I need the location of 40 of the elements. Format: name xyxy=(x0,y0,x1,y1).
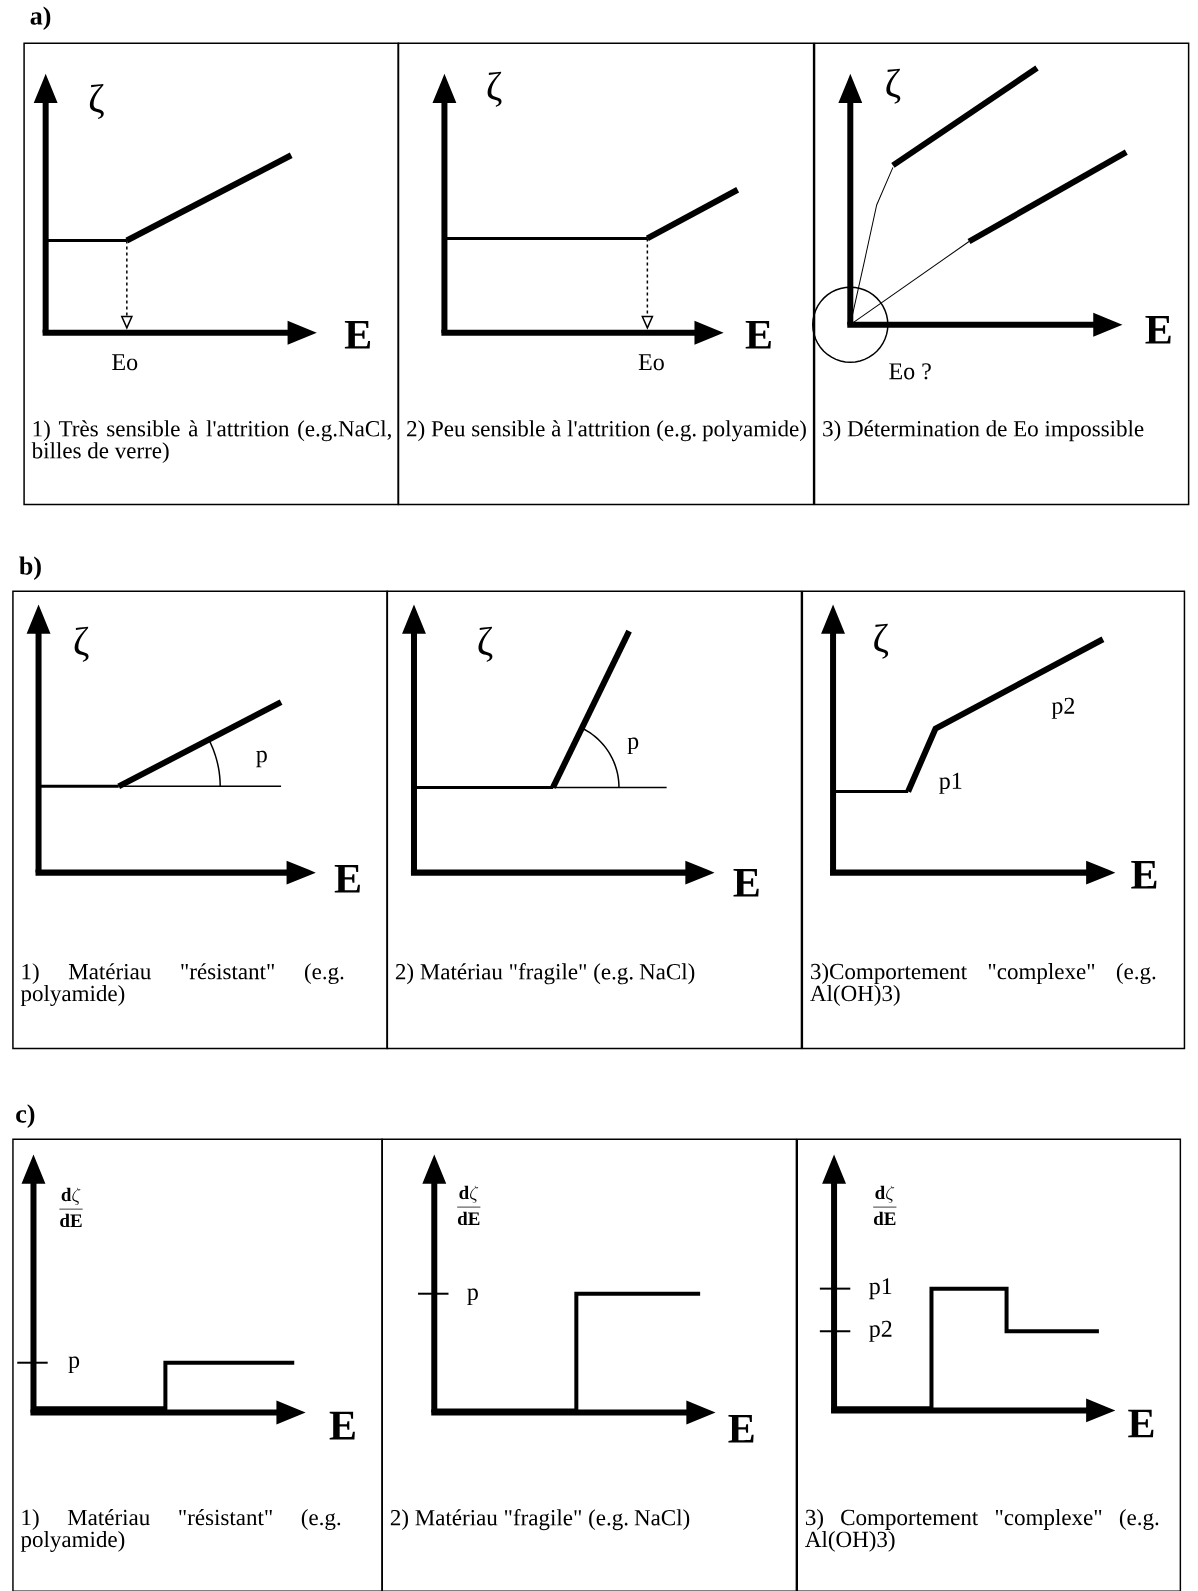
panel-label: b) xyxy=(19,556,41,580)
panel-text: 3) Comportement "complexe" (e.g. Al(OH)3) xyxy=(804,1509,1159,1552)
value-label: p2 xyxy=(869,1320,892,1342)
axis-label: ζ xyxy=(886,68,901,104)
value-label: Eo xyxy=(112,354,138,371)
value-label: p xyxy=(256,750,267,768)
axis-label: E xyxy=(745,321,771,349)
axis-label: E xyxy=(728,1414,754,1443)
axis-label: E xyxy=(334,864,360,893)
axis-label: ζ xyxy=(74,626,89,662)
panel-text: 1) Très sensible à l'attrition (e.g.NaCl, billes de verre) xyxy=(31,420,391,464)
axis-label: $\frac{\mathbf{d}\zeta}{\mathbf{dE}}$ xyxy=(59,1187,83,1228)
axis-label: $\frac{\mathbf{d}\zeta}{\mathbf{dE}}$ xyxy=(873,1185,897,1226)
value-label: Eo xyxy=(638,354,664,371)
axis-label: E xyxy=(1128,1409,1154,1438)
value-label: p1 xyxy=(869,1278,892,1300)
axis-label: ζ xyxy=(487,71,502,107)
panel-text: 2) Matériau "fragile" (e.g. NaCl) xyxy=(390,1509,690,1531)
value-label: p2 xyxy=(1051,697,1074,719)
panel-text: 2) Peu sensible à l'attrition (e.g. polyamide) xyxy=(406,420,806,442)
panel-text: 3) Détermination de Eo impossible xyxy=(823,420,1144,442)
panel-text: 3)Comportement "complexe" (e.g. Al(OH)3) xyxy=(810,963,1156,1006)
axis-label: ζ xyxy=(478,626,493,662)
value-label: p1 xyxy=(939,772,962,794)
axis-label: E xyxy=(733,869,759,897)
axis-label: E xyxy=(1131,860,1157,889)
axis-label: E xyxy=(344,321,370,349)
panel-label: c) xyxy=(16,1104,35,1128)
axis-label: E xyxy=(329,1411,355,1440)
value-label: p xyxy=(68,1356,79,1373)
axis-label: ζ xyxy=(874,623,888,659)
value-label: Eo ? xyxy=(889,363,931,380)
panel-text: 1) Matériau "résistant" (e.g. polyamide) xyxy=(20,963,344,1007)
panel-text: 2) Matériau "fragile" (e.g. NaCl) xyxy=(395,963,695,985)
value-label: p xyxy=(467,1288,478,1305)
panel-text: 1) Matériau "résistant" (e.g. polyamide) xyxy=(20,1509,340,1552)
axis-label: $\frac{\mathbf{d}\zeta}{\mathbf{dE}}$ xyxy=(457,1185,481,1226)
value-label: p xyxy=(627,737,639,754)
axis-label: E xyxy=(1145,316,1171,344)
axis-label: ζ xyxy=(89,83,104,120)
